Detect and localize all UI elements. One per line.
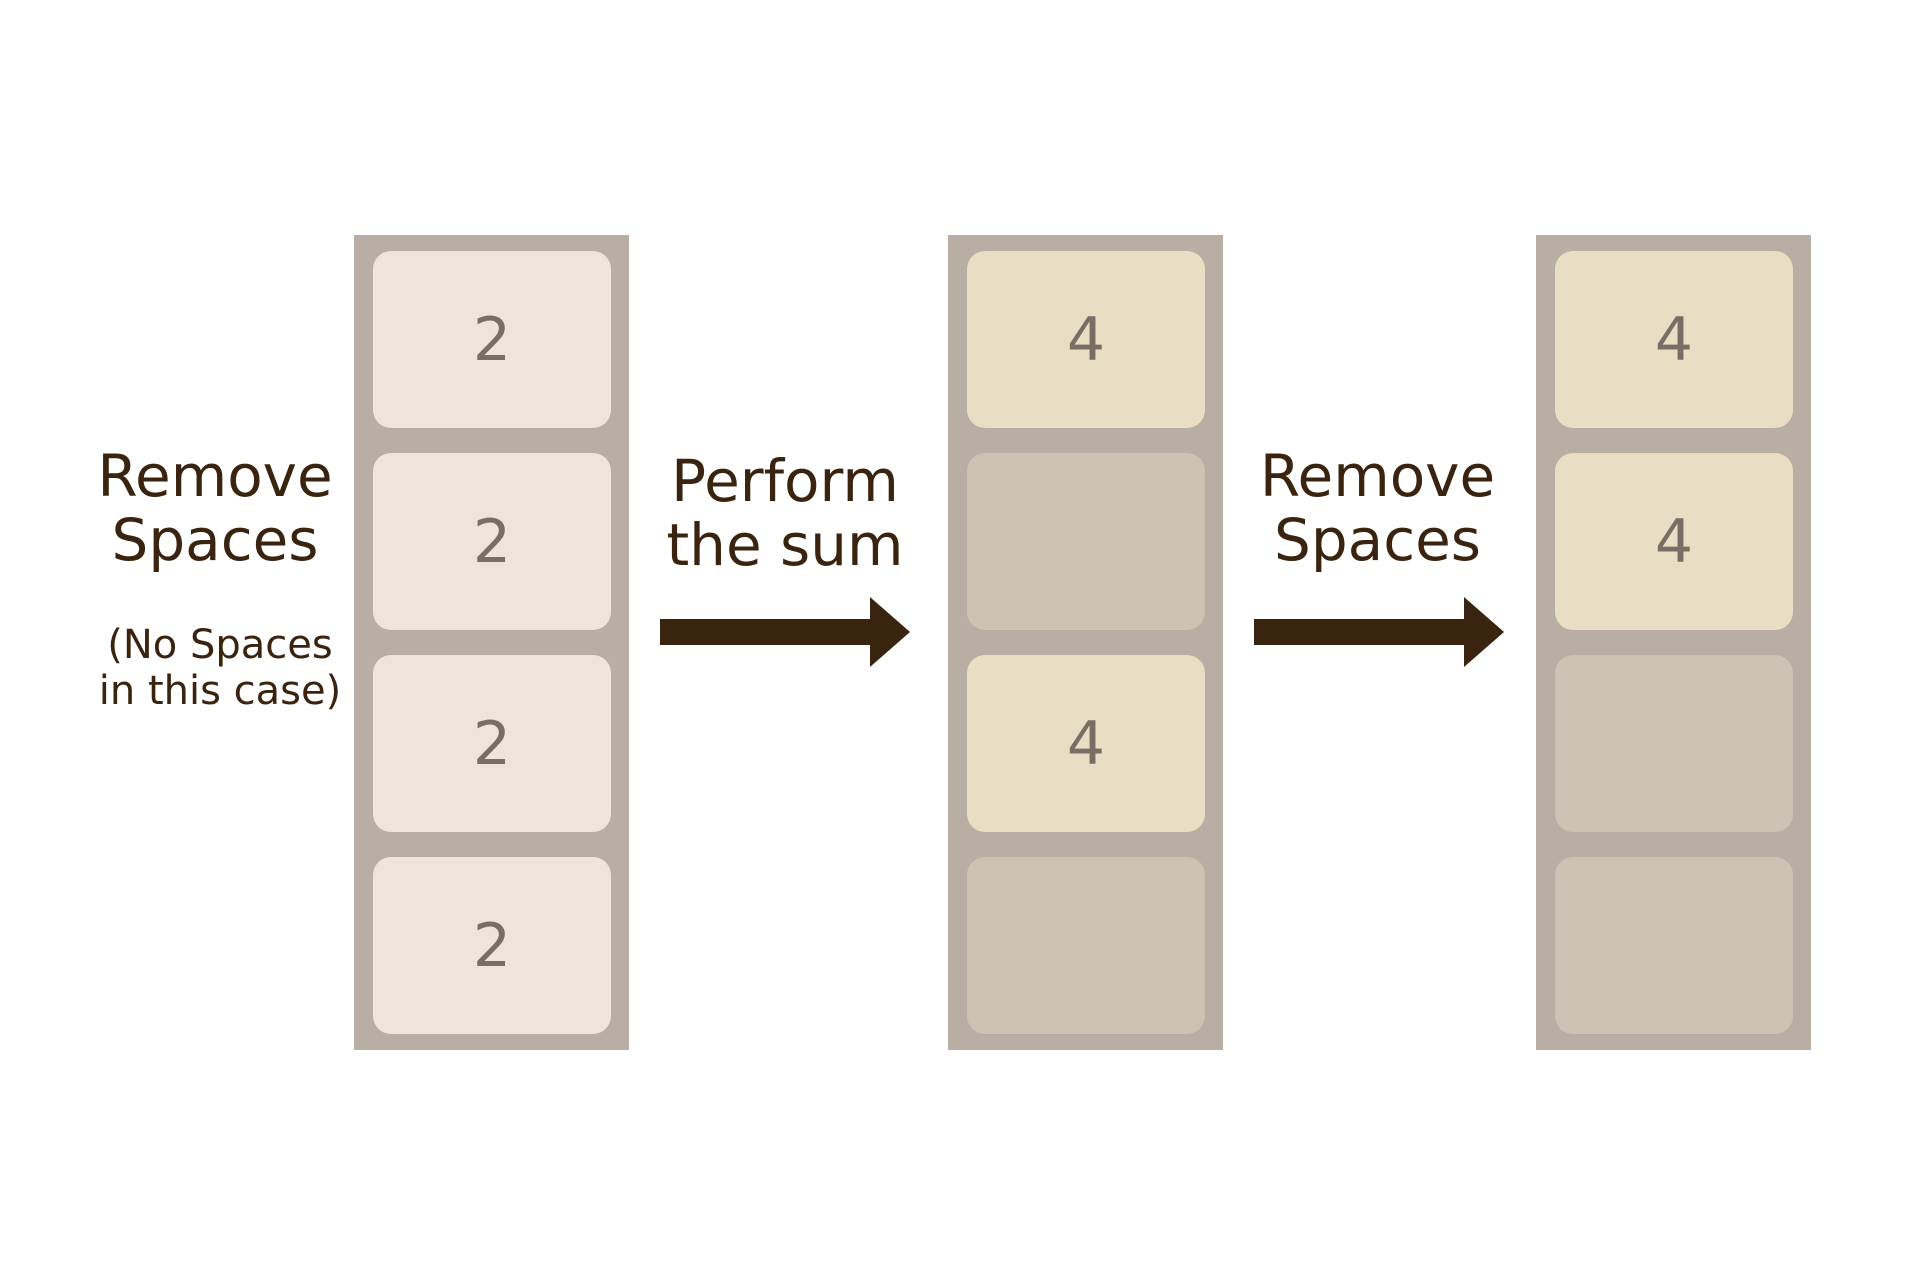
tile: 4 [1555,251,1793,428]
tile: 2 [373,251,611,428]
tile-empty [967,857,1205,1034]
column-after-sum: 4 4 [948,235,1223,1050]
tile: 2 [373,857,611,1034]
tile: 4 [967,251,1205,428]
column-final: 4 4 [1536,235,1811,1050]
tile: 2 [373,655,611,832]
column-initial: 2 2 2 2 [354,235,629,1050]
tile-empty [1555,857,1793,1034]
step-1-note: (No Spaces in this case) [98,622,342,714]
tile: 2 [373,453,611,630]
tile: 4 [967,655,1205,832]
tile-empty [1555,655,1793,832]
step-3-label: Remove Spaces [1259,442,1496,574]
step-1-label: Remove Spaces [97,442,333,574]
arrow-right-icon [660,597,910,667]
tile-empty [967,453,1205,630]
step-2-label: Perform the sum [666,447,904,579]
arrow-right-icon [1254,597,1504,667]
tile: 4 [1555,453,1793,630]
